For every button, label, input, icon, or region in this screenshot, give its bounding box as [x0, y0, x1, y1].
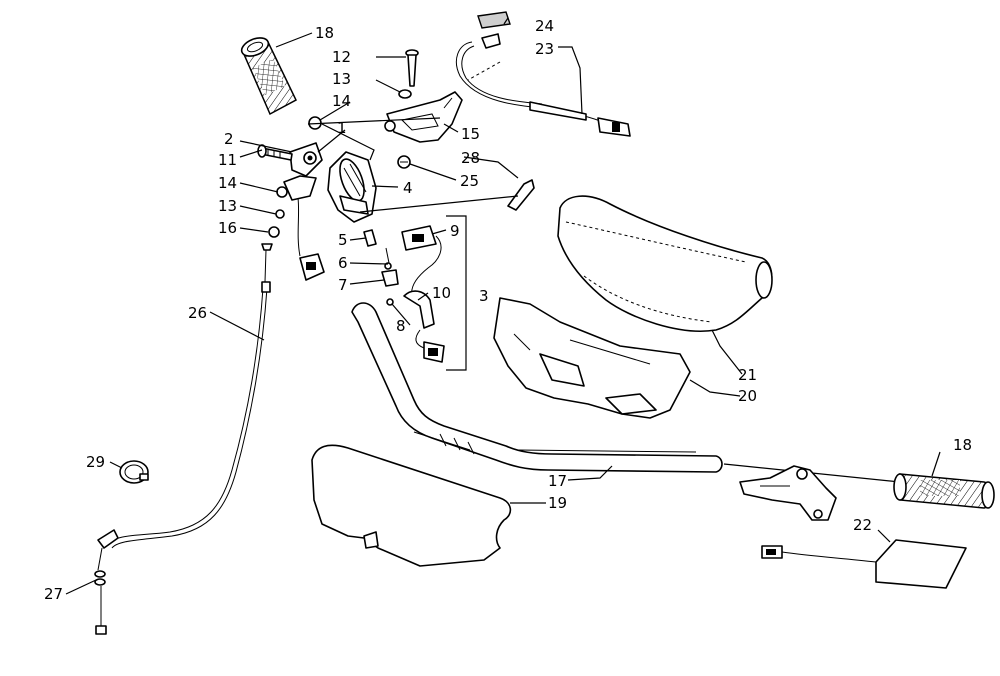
part-6-spring — [384, 247, 392, 270]
part-28-clip — [507, 179, 535, 211]
part-13-washer — [275, 209, 285, 219]
part-4-switch-body — [327, 151, 377, 223]
part-26-throttle-cable — [107, 243, 273, 549]
part-19-front-panel — [311, 444, 512, 567]
leader-15-guide — [307, 117, 441, 125]
callout-26: 26 — [188, 304, 207, 322]
right-lever-assembly — [739, 465, 837, 521]
callout-15: 15 — [461, 125, 480, 143]
leader-18a — [275, 32, 313, 48]
callout-23: 23 — [535, 40, 554, 58]
callout-21: 21 — [738, 366, 757, 384]
callout-13-upper: 13 — [332, 70, 351, 88]
part-9-connector — [401, 225, 442, 297]
part-8-screw — [386, 298, 394, 306]
callout-9: 9 — [450, 222, 460, 240]
callout-19: 19 — [548, 494, 567, 512]
part-29-clamp — [119, 460, 149, 484]
callout-27: 27 — [44, 585, 63, 603]
part-17-handlebar — [351, 302, 723, 473]
bracket-1 — [321, 123, 375, 161]
callout-7: 7 — [338, 276, 348, 294]
part-13-upper-washer — [398, 89, 412, 99]
callout-14-lower: 14 — [218, 174, 237, 192]
callout-2: 2 — [224, 130, 234, 148]
callout-10: 10 — [432, 284, 451, 302]
part-15-bracket — [384, 91, 463, 143]
callout-29: 29 — [86, 453, 105, 471]
callout-18-upper: 18 — [315, 24, 334, 42]
part-12-bolt — [405, 49, 419, 87]
part-24-clip — [477, 11, 511, 29]
callout-5: 5 — [338, 231, 348, 249]
guide-28 — [359, 195, 519, 213]
callout-28: 28 — [461, 149, 480, 167]
part-18-right-grip — [893, 473, 995, 509]
part-18-upper-grip — [240, 37, 297, 116]
part-25-screw — [397, 155, 411, 169]
dashed-guide-23 — [467, 61, 501, 81]
callout-16: 16 — [218, 219, 237, 237]
callout-6: 6 — [338, 254, 348, 272]
part-7-clip — [381, 269, 399, 287]
part-11-screw — [257, 144, 293, 161]
part-22-heater — [761, 539, 967, 589]
part-20-lower-shroud — [493, 297, 691, 419]
callout-12: 12 — [332, 48, 351, 66]
throttle-housing — [283, 142, 325, 281]
part-10-harness — [403, 290, 445, 363]
callout-25: 25 — [460, 172, 479, 190]
callout-1: 1 — [337, 119, 347, 137]
part-21-upper-cover — [557, 195, 773, 332]
part-16-nut — [268, 226, 280, 238]
part-27-cable-end — [94, 529, 119, 635]
callout-17: 17 — [548, 472, 567, 490]
callout-24: 24 — [535, 17, 554, 35]
part-5-pin — [363, 229, 377, 247]
leader-lines — [65, 17, 941, 595]
bracket-9-10 — [446, 215, 467, 371]
callout-3: 3 — [479, 287, 489, 305]
callout-13-lower: 13 — [218, 197, 237, 215]
callout-20: 20 — [738, 387, 757, 405]
part-23-cable — [456, 33, 631, 137]
callout-22: 22 — [853, 516, 872, 534]
callout-labels: 18 12 13 14 1 2 11 14 13 16 15 24 23 28 … — [44, 17, 972, 603]
part-14-washer — [276, 186, 288, 198]
callout-11: 11 — [218, 151, 237, 169]
callout-8: 8 — [396, 317, 406, 335]
callout-4: 4 — [403, 179, 413, 197]
callout-18-right: 18 — [953, 436, 972, 454]
callout-14-upper: 14 — [332, 92, 351, 110]
